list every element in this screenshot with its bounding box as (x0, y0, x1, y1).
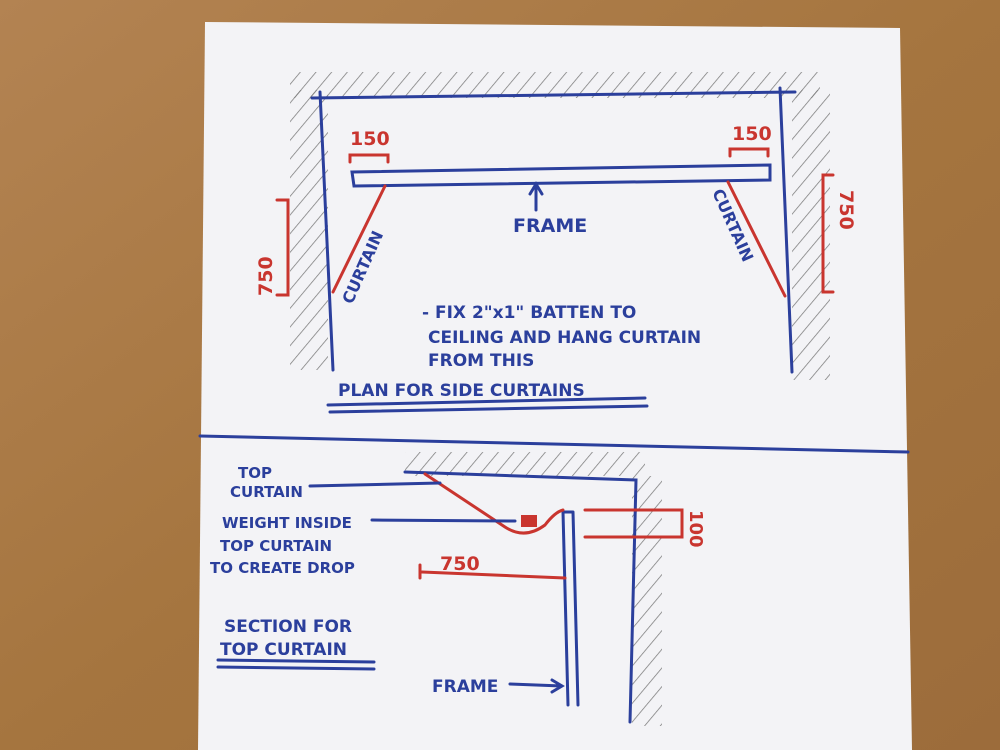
plan-note-line-3: FROM THIS (428, 351, 534, 371)
dim-left-side (275, 198, 290, 297)
dim-right-top-label: 150 (732, 123, 772, 145)
dim-right-side-label: 750 (835, 190, 857, 230)
ceiling-line (310, 90, 797, 100)
section-title-1: SECTION FOR (224, 617, 352, 637)
section-wall-hatch (632, 476, 662, 726)
right-wall-line (778, 86, 794, 374)
weight-label-2: TOP CURTAIN (220, 537, 332, 555)
top-curtain (423, 472, 565, 535)
plan-title-underline (326, 396, 649, 414)
dim-left-top (348, 153, 390, 164)
dim-horizontal-label: 750 (440, 553, 480, 575)
dim-vertical-label: 100 (685, 510, 706, 548)
plan-title: PLAN FOR SIDE CURTAINS (338, 381, 585, 401)
divider-line (198, 434, 910, 454)
right-curtain (726, 180, 787, 298)
dim-right-top (728, 147, 770, 158)
dim-vertical (583, 508, 684, 539)
section-frame-label: FRAME (432, 677, 498, 697)
section-ceiling-wall (403, 470, 638, 724)
section-drawing (216, 452, 684, 726)
top-curtain-leader (308, 481, 442, 488)
top-curtain-label-2: CURTAIN (230, 483, 303, 501)
frame-arrow-section (508, 678, 565, 694)
weight-label-3: TO CREATE DROP (210, 559, 355, 577)
section-frame (561, 510, 580, 707)
dim-right-side (821, 173, 835, 294)
plan-note-line-2: CEILING AND HANG CURTAIN (428, 328, 701, 348)
dim-left-top-label: 150 (350, 128, 390, 150)
plan-drawing (275, 72, 835, 414)
left-wall-line (318, 90, 335, 372)
section-title-underline (216, 658, 376, 671)
top-curtain-label-1: TOP (238, 464, 272, 482)
frame-label: FRAME (513, 215, 587, 237)
frame-arrow (528, 181, 544, 212)
plan-note-line-1: - FIX 2"x1" BATTEN TO (422, 303, 636, 323)
section-title-2: TOP CURTAIN (220, 640, 347, 660)
weight-leader (370, 518, 517, 523)
dim-horizontal (418, 563, 567, 580)
dim-left-side-label: 750 (255, 256, 277, 296)
curtain-weight (521, 515, 537, 527)
weight-label-1: WEIGHT INSIDE (222, 514, 352, 532)
frame-batten (350, 163, 772, 188)
left-curtain (331, 184, 387, 294)
